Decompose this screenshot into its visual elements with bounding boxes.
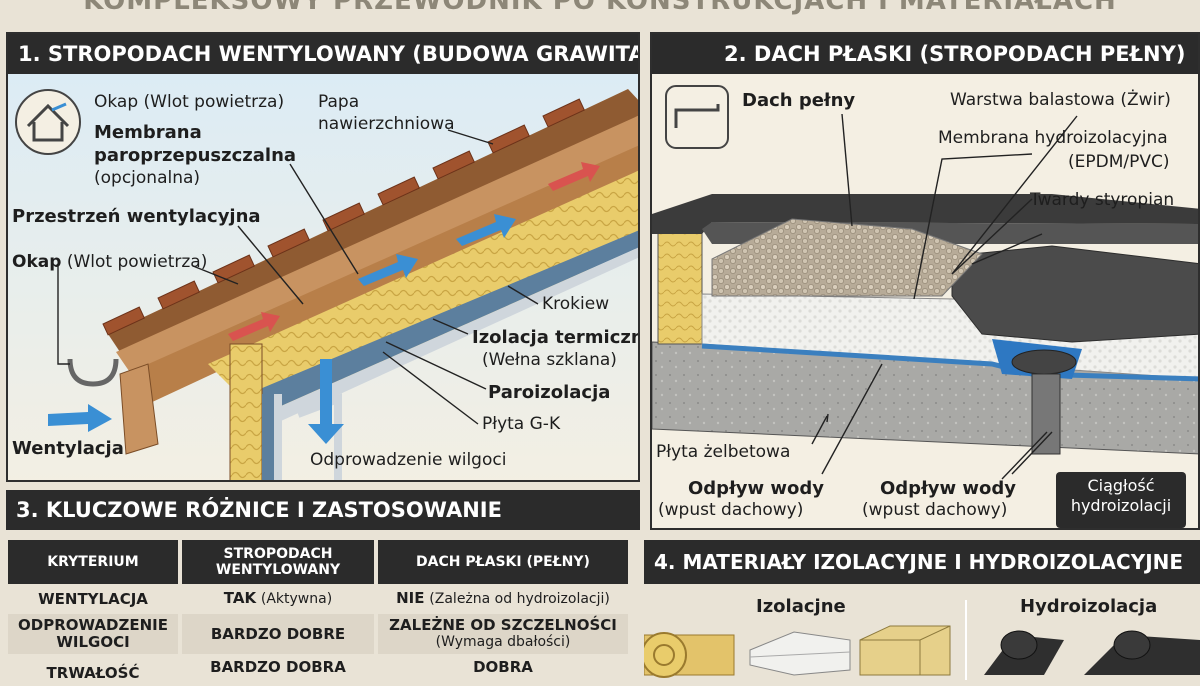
label-okap-rest: (Wlot powietrza) — [66, 252, 208, 272]
panel-ventilated-roof: 1. STROPODACH WENTYLOWANY (BUDOWA GRAWIT… — [6, 32, 640, 482]
label-okap-top: Okap (Wlot powietrza) — [94, 92, 285, 112]
table-cell: BARDZO DOBRE — [182, 614, 374, 654]
label-odprowadzenie: Odprowadzenie wilgoci — [310, 450, 507, 470]
label-plyta: Płyta żelbetowa — [656, 442, 791, 462]
cell-rest: (Wymaga dbałości) — [435, 634, 571, 650]
panel-flat-roof: 2. DACH PŁASKI (STROPODACH PEŁNY) — [650, 32, 1200, 530]
label-okap: Okap (Wlot powietrza) — [12, 252, 207, 273]
flat-roof-icon — [665, 85, 729, 149]
label-odplyw2-1: Odpływ wody — [880, 478, 1016, 499]
table-row: TRWAŁOŚĆ — [46, 663, 140, 682]
label-hydroizolacja: Hydroizolacja — [1020, 596, 1158, 617]
panel-1-title: 1. STROPODACH WENTYLOWANY (BUDOWA GRAWIT… — [8, 34, 638, 74]
label-warstwa: Warstwa balastowa (Żwir) — [950, 90, 1171, 110]
label-przestrzen: Przestrzeń wentylacyjna — [12, 206, 261, 227]
label-membrana-hydro-1: Membrana hydroizolacyjna — [938, 128, 1168, 148]
panel-2-title: 2. DACH PŁASKI (STROPODACH PEŁNY) — [652, 34, 1198, 74]
table-cell: BARDZO DOBRA — [210, 657, 346, 676]
table-header-wentylowany: STROPODACH WENTYLOWANY — [182, 540, 374, 584]
label-krokiew: Krokiew — [542, 294, 610, 314]
label-papa-1: Papa — [318, 92, 360, 112]
badge-ciaglosc-line2: hydroizolacji — [1070, 496, 1172, 515]
label-dach-pelny: Dach pełny — [742, 90, 856, 111]
label-odplyw2-2: (wpust dachowy) — [862, 500, 1008, 520]
label-papa-2: nawierzchniowa — [318, 114, 455, 134]
panel-3-title: 3. KLUCZOWE RÓŻNICE I ZASTOSOWANIE — [6, 490, 640, 530]
table-row: ODPROWADZENIE WILGOCI — [8, 614, 178, 654]
page-title: KOMPLEKSOWY PRZEWODNIK PO KONSTRUKCJACH … — [83, 0, 1117, 16]
panel-4-title: 4. MATERIAŁY IZOLACYJNE I HYDROIZOLACYJN… — [644, 540, 1200, 584]
label-okap-bold: Okap — [12, 252, 62, 272]
label-odplyw1-2: (wpust dachowy) — [658, 500, 804, 520]
cell-bold: NIE — [396, 589, 425, 607]
label-wentylacja: Wentylacja — [12, 438, 124, 459]
label-izolacja-1: Izolacja termiczna — [472, 327, 640, 348]
house-icon — [15, 89, 81, 155]
panel-materials: 4. MATERIAŁY IZOLACYJNE I HYDROIZOLACYJN… — [644, 540, 1200, 680]
ventilated-roof-illustration — [8, 74, 638, 480]
label-paroizolacja: Paroizolacja — [488, 382, 611, 403]
membrane-roll-icon — [984, 630, 1064, 675]
table-cell: NIE (Zależna od hydroizolacji) — [378, 586, 628, 612]
table-header-kryterium: KRYTERIUM — [8, 540, 178, 584]
table-cell: DOBRA — [473, 657, 533, 676]
badge-ciaglosc: Ciągłość hydroizolacji — [1056, 472, 1186, 528]
label-membrana-1: Membrana — [94, 122, 202, 143]
cell-bold: ZALEŻNE OD SZCZELNOŚCI — [389, 616, 617, 634]
cell-bold: TAK — [223, 589, 257, 607]
label-styropian: Twardy styropian — [1030, 190, 1175, 210]
flat-roof-illustration — [652, 85, 1198, 480]
xps-block-icon — [859, 625, 951, 676]
table-header-plaski: DACH PŁASKI (PEŁNY) — [378, 540, 628, 584]
cell-rest: (Zależna od hydroizolacji) — [429, 591, 610, 607]
membrane-roll-icon-2 — [1084, 630, 1200, 675]
label-odplyw1-1: Odpływ wody — [688, 478, 824, 499]
label-membrana-3: (opcjonalna) — [94, 168, 201, 188]
label-izolacja-2: (Wełna szklana) — [482, 350, 617, 370]
label-membrana-hydro-2: (EPDM/PVC) — [1068, 152, 1170, 172]
eps-boards-icon — [749, 631, 851, 676]
label-membrana-2: paroprzepuszczalna — [94, 145, 297, 166]
table-row: WENTYLACJA — [38, 589, 148, 608]
badge-ciaglosc-line1: Ciągłość — [1087, 476, 1155, 495]
label-plyta-gk: Płyta G-K — [482, 414, 561, 434]
cell-rest: (Aktywna) — [260, 591, 333, 607]
table-cell: ZALEŻNE OD SZCZELNOŚCI(Wymaga dbałości) — [378, 614, 628, 654]
table-cell: TAK (Aktywna) — [182, 586, 374, 612]
materials-illustration — [644, 600, 1200, 680]
label-izolacjne: Izolacjne — [756, 596, 846, 617]
mineral-wool-roll-icon — [644, 632, 735, 678]
